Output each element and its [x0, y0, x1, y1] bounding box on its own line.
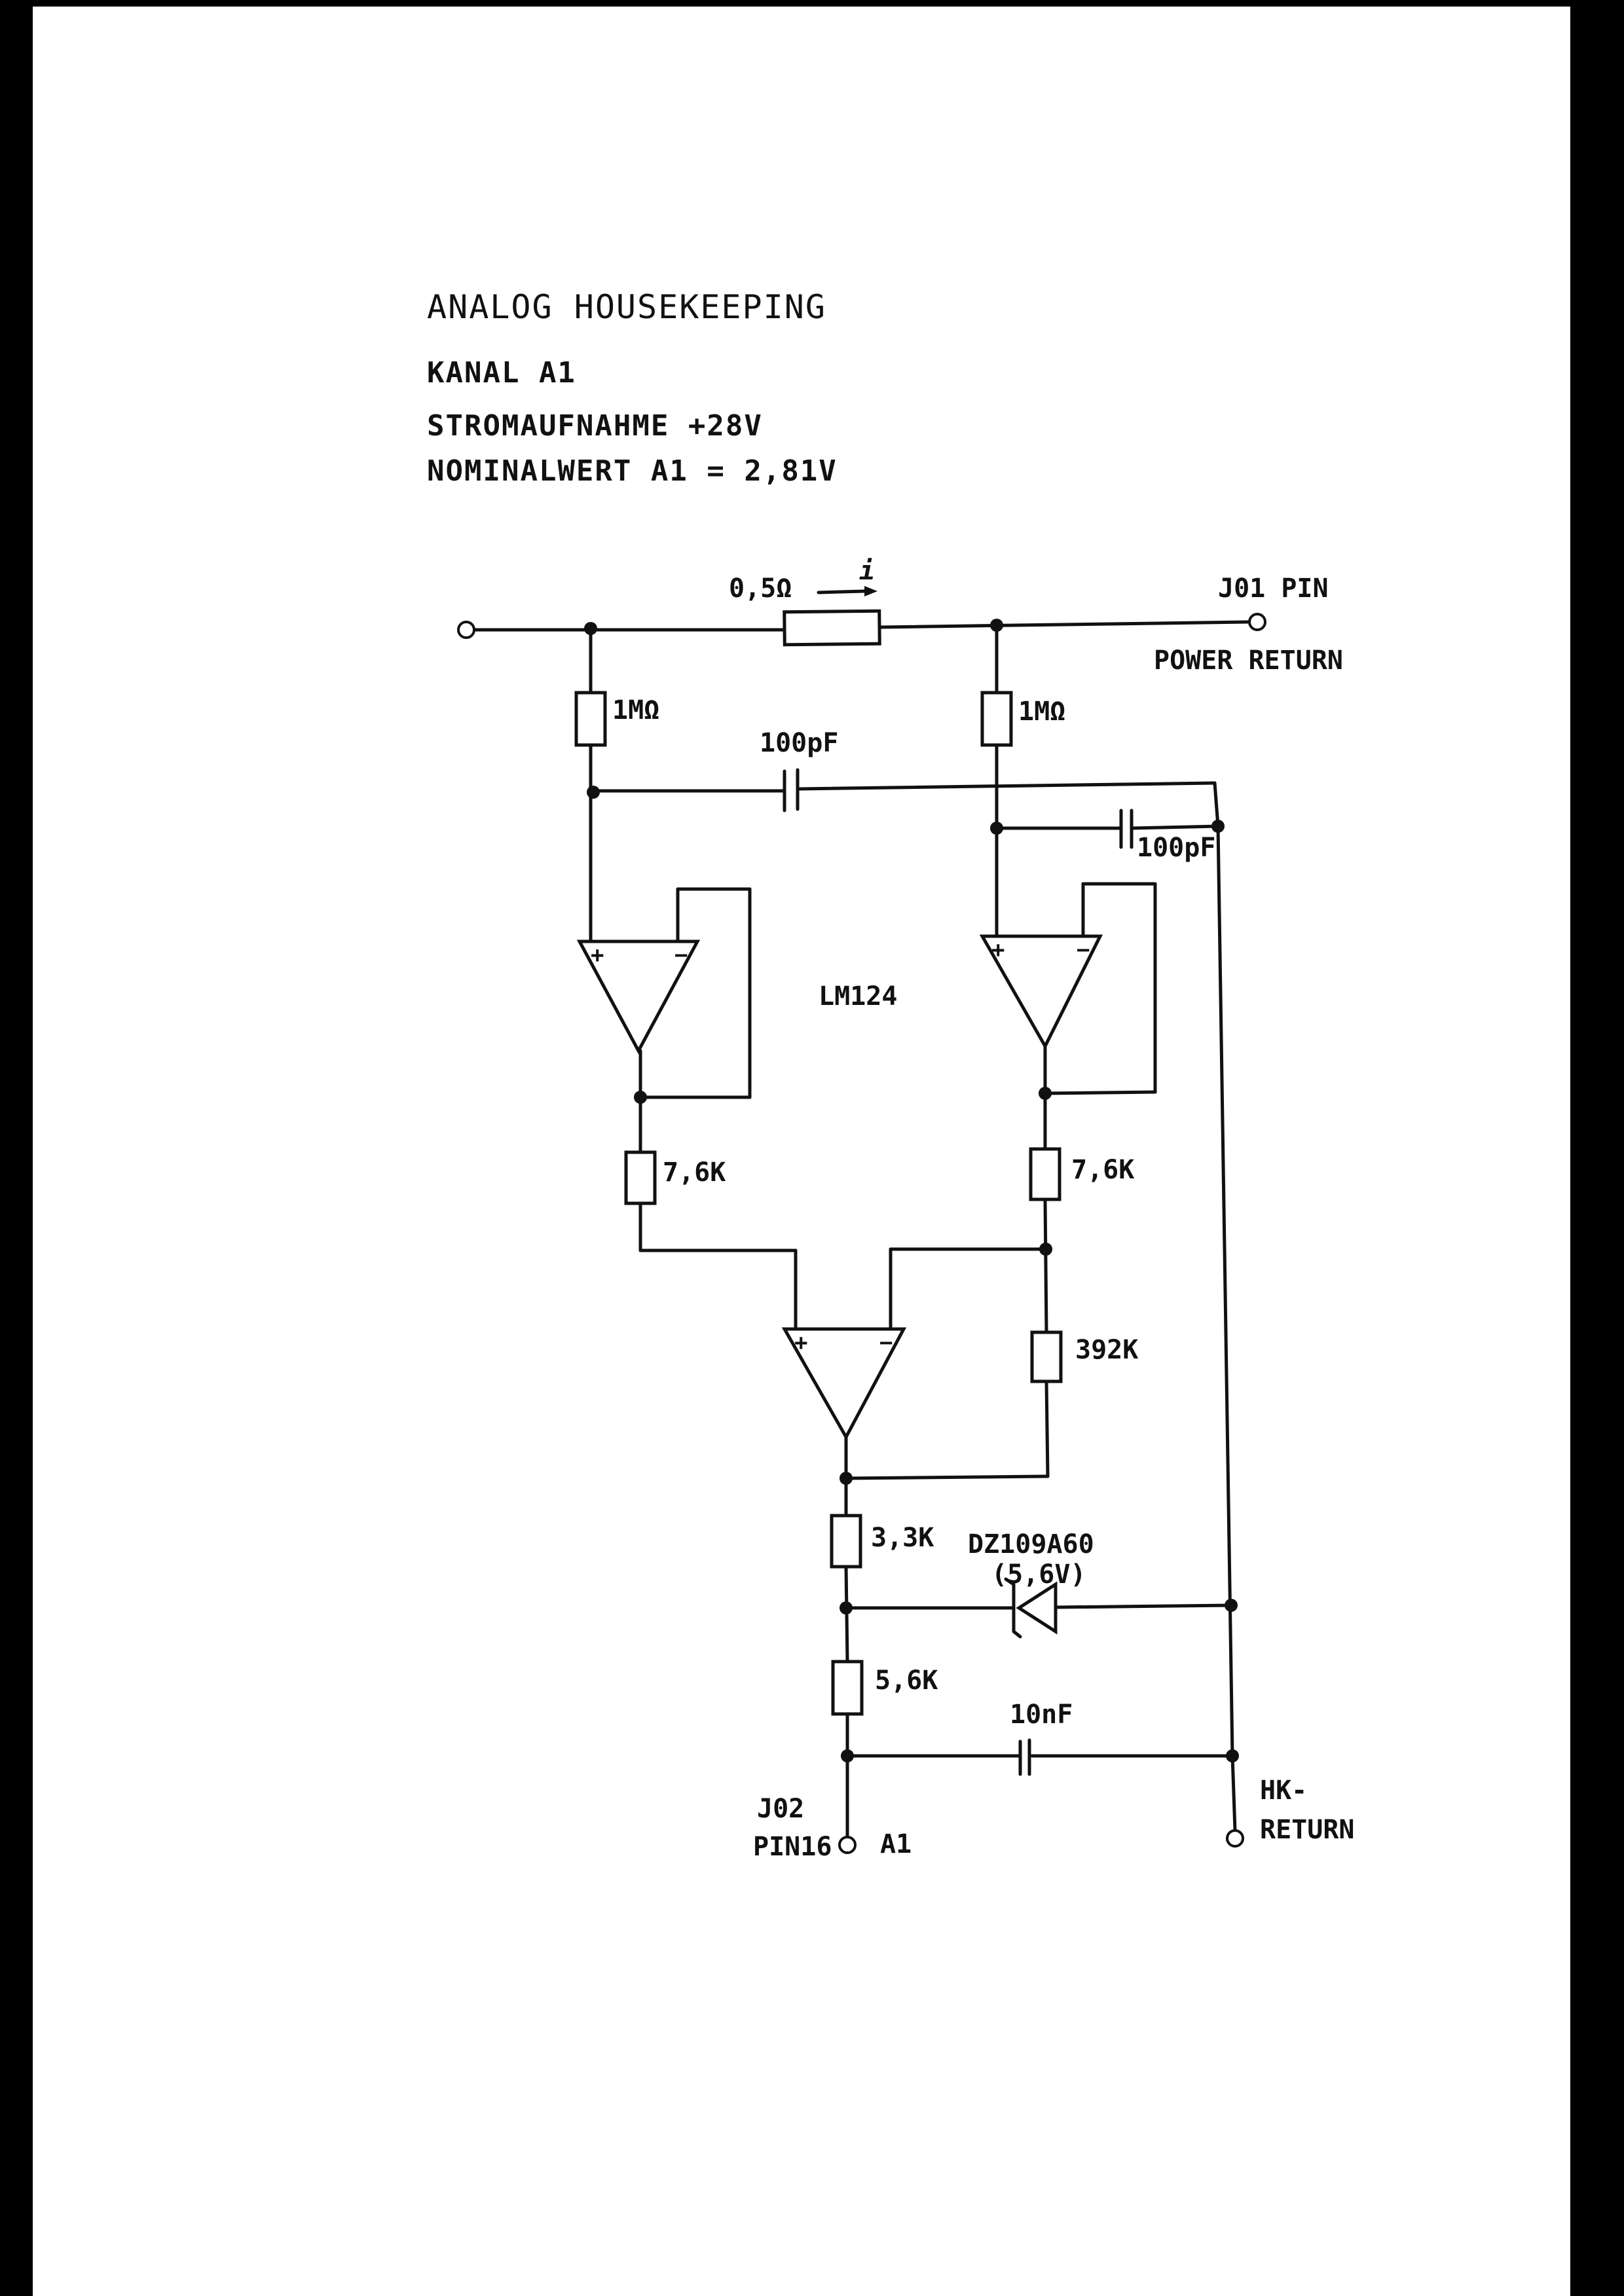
a1-label: A1 [880, 1829, 912, 1859]
diagram-title: ANALOG HOUSEKEEPING [427, 288, 826, 326]
junction-dots [584, 619, 1239, 1762]
hk-label: HK- [1260, 1776, 1307, 1806]
channel-label: KANAL A1 [427, 356, 576, 390]
zener-diode [1004, 1577, 1058, 1639]
r-7k6-left-label: 7,6K [663, 1157, 726, 1188]
return-label: RETURN [1260, 1815, 1355, 1845]
opamp-label: LM124 [819, 981, 897, 1011]
pin16-label: PIN16 [753, 1832, 832, 1862]
current-label: i [859, 556, 875, 586]
zener-voltage-label: (5,6V) [991, 1559, 1086, 1590]
svg-text:+: + [794, 1330, 807, 1356]
current-arrow [817, 586, 877, 596]
r-392k-label: 392K [1075, 1335, 1138, 1365]
c-output-label: 10nF [1010, 1700, 1073, 1730]
svg-text:−: − [674, 942, 688, 968]
opamps: + − + − + − [576, 934, 1103, 1441]
input-terminal [457, 621, 475, 639]
svg-text:−: − [879, 1330, 893, 1356]
a1-output-terminal [838, 1836, 857, 1854]
capacitors [783, 768, 1134, 1776]
j01-pin-label: J01 PIN [1218, 574, 1329, 604]
labels: 0,5Ω i J01 PIN POWER RETURN 1MΩ 1MΩ 100p… [612, 556, 1355, 1862]
resistors [574, 609, 1063, 1716]
resistor-1m-left [574, 691, 607, 747]
terminals [457, 613, 1266, 1854]
power-return-label: POWER RETURN [1154, 646, 1343, 676]
measurement-label: STROMAUFNAHME +28V [427, 409, 763, 443]
heading-block: ANALOG HOUSEKEEPING KANAL A1 STROMAUFNAH… [427, 288, 838, 507]
r-5k6-label: 5,6K [875, 1666, 938, 1696]
svg-text:+: + [991, 937, 1005, 963]
svg-text:−: − [1077, 937, 1090, 963]
r-1m-right-label: 1MΩ [1018, 697, 1065, 727]
r-7k6-right-label: 7,6K [1071, 1155, 1134, 1185]
resistor-3k3 [830, 1514, 862, 1569]
resistor-1m-right [980, 691, 1013, 747]
nominal-value-label: NOMINALWERT A1 = 2,81V [427, 454, 838, 488]
c-top-label: 100pF [760, 728, 838, 758]
scan-edge-left [0, 0, 33, 2296]
scan-edge-right [1570, 0, 1624, 2296]
r-1m-left-label: 1MΩ [612, 695, 659, 725]
shunt-resistor [783, 609, 881, 647]
capacitor-top [783, 768, 800, 812]
hk-return-terminal [1226, 1829, 1244, 1848]
j02-label: J02 [757, 1794, 804, 1824]
resistor-5k6 [831, 1660, 864, 1716]
opamp-buffer-left: + − [576, 939, 701, 1055]
capacitor-right [1119, 809, 1134, 849]
resistor-7k6-left [624, 1150, 657, 1205]
c-right-label: 100pF [1137, 833, 1215, 863]
r-3k3-label: 3,3K [871, 1523, 934, 1553]
scan-edge-top [0, 0, 1624, 7]
svg-text:+: + [591, 942, 604, 968]
shunt-label: 0,5Ω [729, 574, 792, 604]
resistor-392k [1030, 1330, 1063, 1383]
opamp-differential: + − [781, 1327, 907, 1441]
opamp-buffer-right: + − [979, 934, 1103, 1050]
capacitor-output [1018, 1738, 1031, 1776]
resistor-7k6-right [1029, 1147, 1061, 1201]
j01-terminal [1248, 613, 1266, 631]
zener-type-label: DZ109A60 [968, 1529, 1094, 1559]
